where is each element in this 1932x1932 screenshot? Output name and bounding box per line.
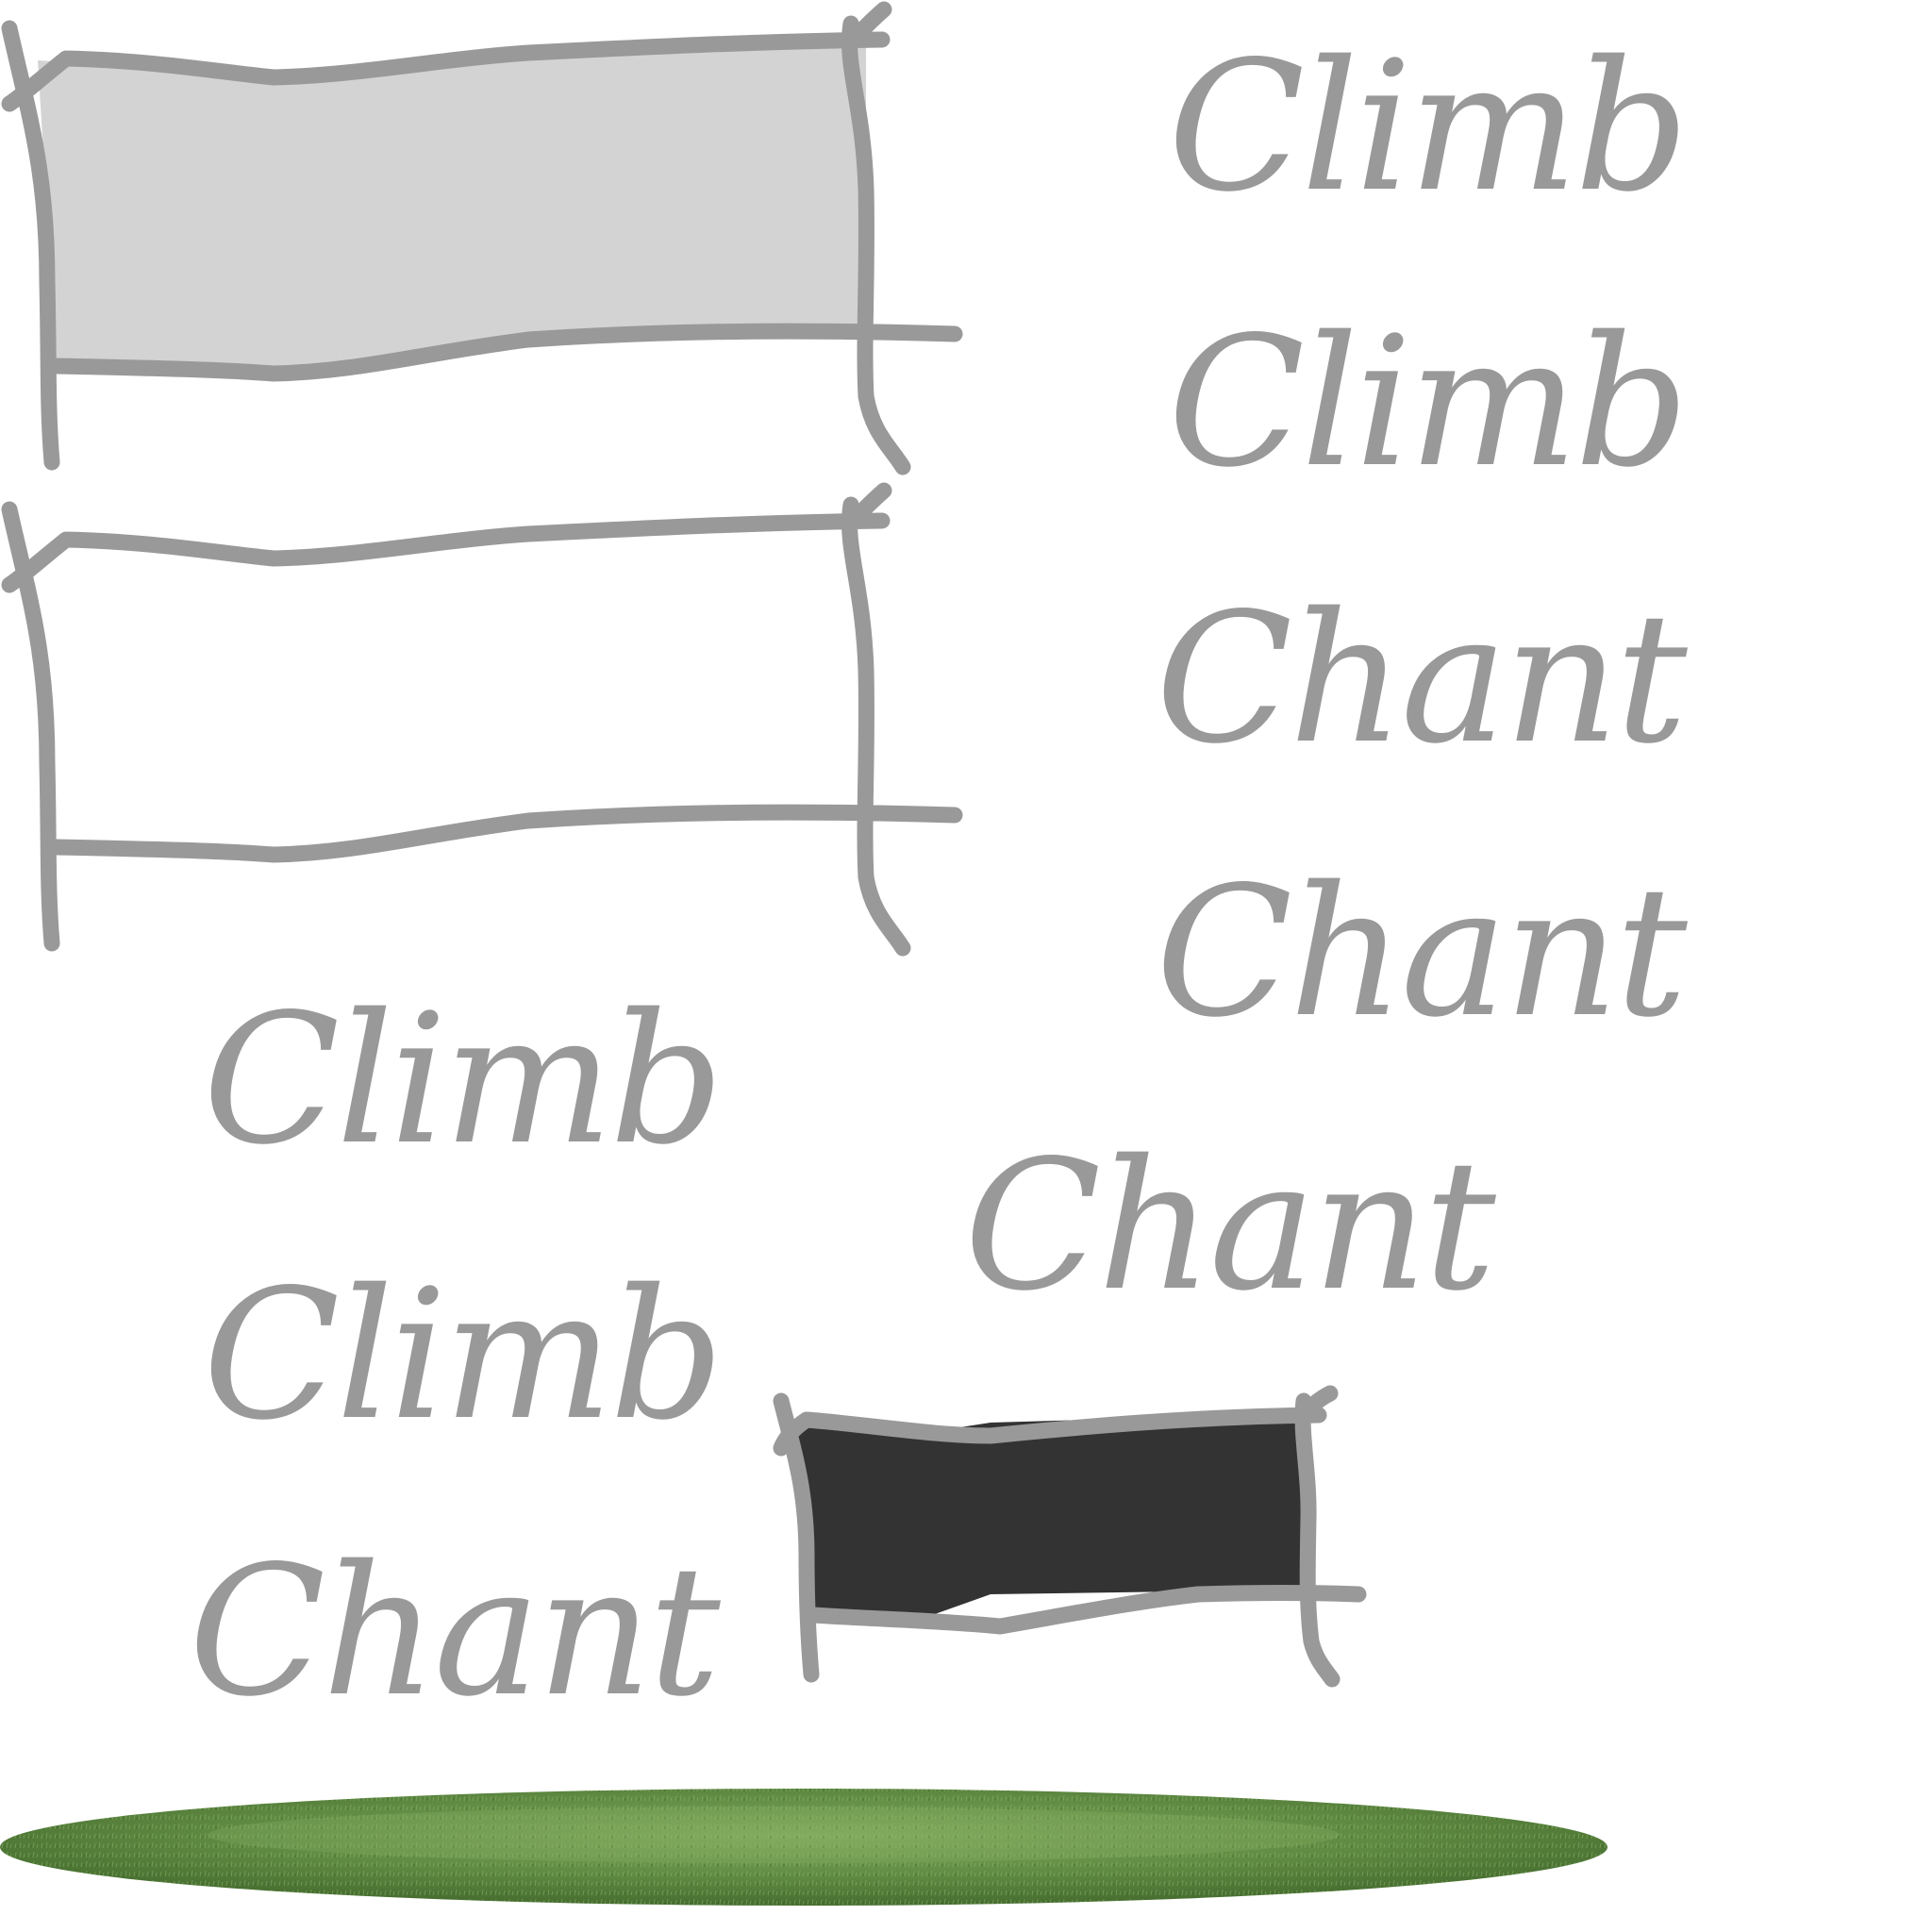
grass-platform-icon bbox=[0, 1789, 1607, 1906]
box-empty-fill bbox=[38, 521, 866, 854]
word-chant-3: Chant bbox=[964, 1122, 1496, 1330]
word-climb-1: Climb bbox=[1168, 23, 1686, 231]
word-chant-2: Chant bbox=[1156, 848, 1688, 1057]
word-chant-4: Chant bbox=[189, 1527, 721, 1736]
box-light-fill bbox=[38, 40, 866, 373]
box-light[interactable] bbox=[1, 1, 963, 475]
box-light-outline bbox=[1, 1, 963, 475]
box-empty-outline bbox=[1, 482, 963, 957]
box-empty[interactable] bbox=[1, 482, 963, 957]
word-climb-3: Climb bbox=[203, 975, 721, 1184]
word-chant-1: Chant bbox=[1156, 575, 1688, 783]
box-dark[interactable] bbox=[773, 1385, 1367, 1688]
word-climb-2: Climb bbox=[1168, 298, 1686, 507]
word-climb-4: Climb bbox=[203, 1251, 721, 1459]
box-dark-fill bbox=[792, 1413, 1308, 1624]
box-dark-outline bbox=[773, 1385, 1367, 1688]
